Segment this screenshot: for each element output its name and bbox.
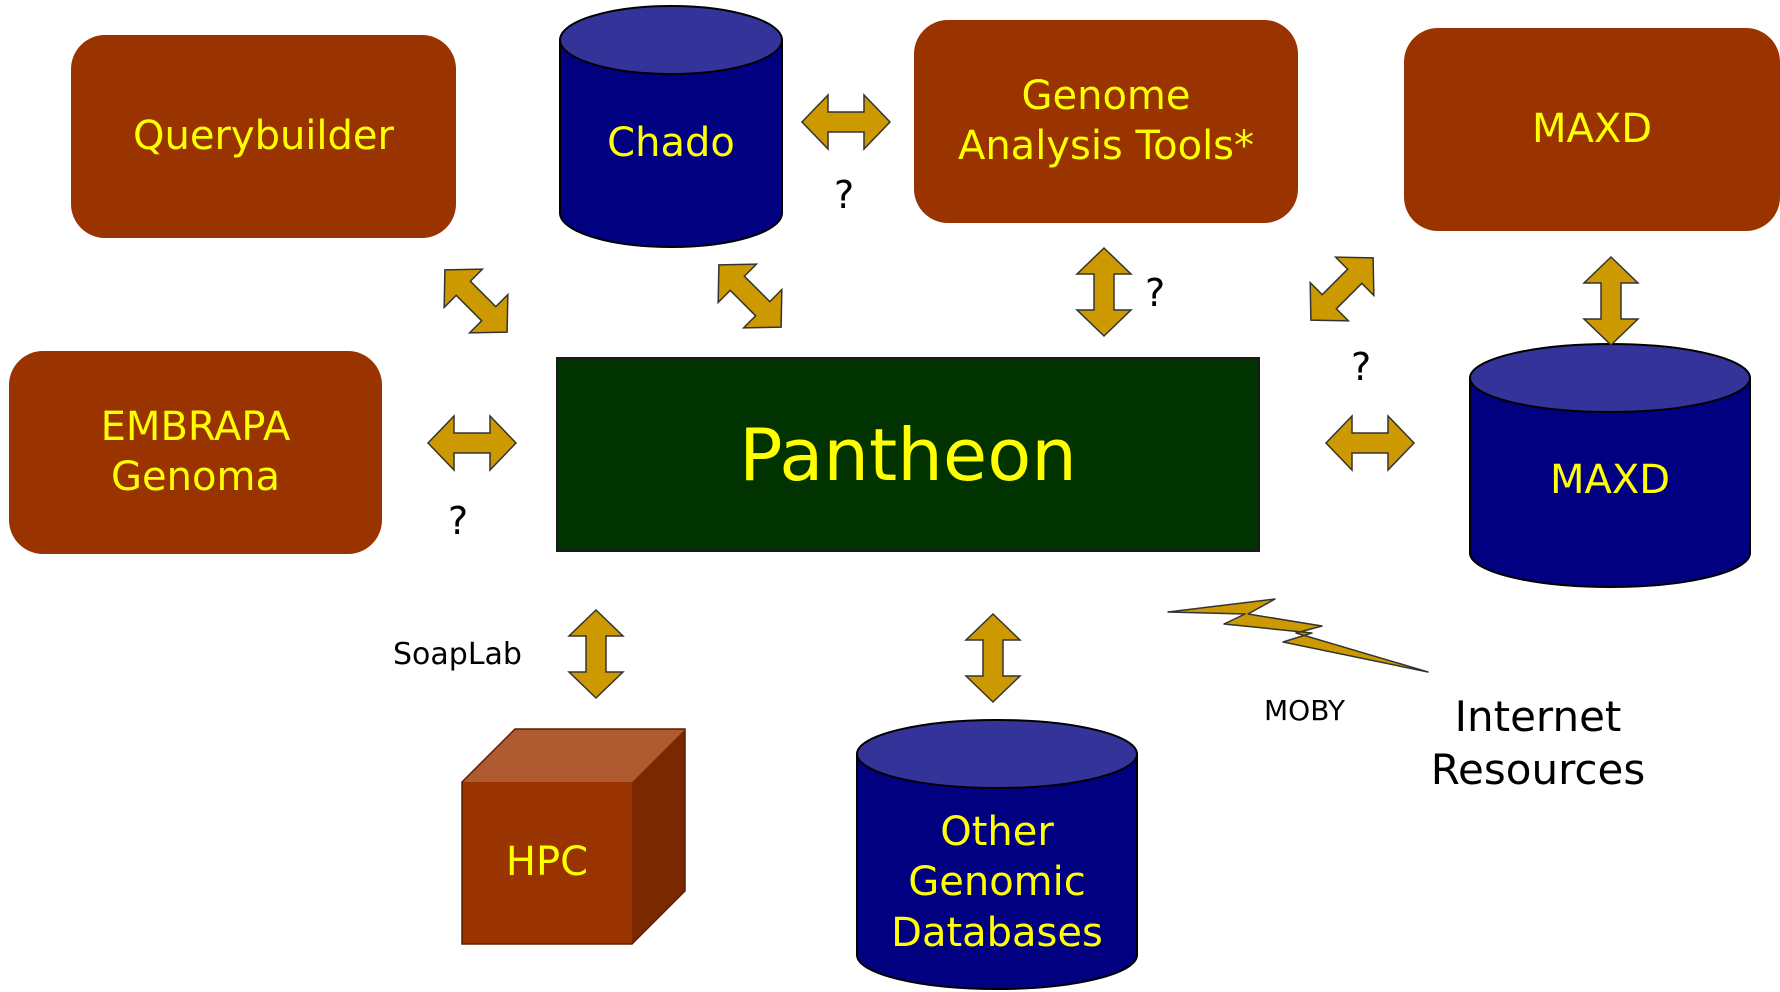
internet-label-line2: Resources	[1430, 745, 1646, 795]
hpc-cube	[461, 728, 686, 945]
maxd-tool-label: MAXD	[1531, 105, 1653, 152]
chado-cylinder	[559, 5, 783, 248]
question-mark-maxd-pantheon: ?	[1351, 345, 1372, 389]
internet-resources-label: Internet Resources	[1418, 690, 1658, 797]
genome-tools-box: Genome Analysis Tools*	[914, 20, 1298, 223]
maxd-tool-db-arrow	[1583, 256, 1639, 346]
question-mark-chado-genome: ?	[834, 173, 855, 217]
genome-tools-label-line2: Analysis Tools*	[957, 122, 1255, 169]
question-mark-genome-pantheon: ?	[1145, 271, 1166, 315]
embrapa-label-line1: EMBRAPA	[100, 403, 291, 450]
other-db-label-line1: Other	[940, 808, 1054, 855]
moby-label: MOBY	[1264, 694, 1345, 727]
other-db-cylinder	[856, 719, 1138, 990]
pantheon-hpc-arrow	[568, 609, 624, 699]
hpc-label: HPC	[505, 839, 589, 886]
genome-tools-label-line1: Genome	[1021, 72, 1191, 119]
embrapa-pantheon-arrow	[427, 415, 517, 471]
embrapa-label-line2: Genoma	[111, 453, 280, 500]
maxd-db-cylinder	[1469, 343, 1751, 588]
genome-pantheon-arrow	[1076, 247, 1132, 337]
maxd-db-label-area: MAXD	[1470, 415, 1750, 545]
maxd-tool-box: MAXD	[1404, 28, 1780, 231]
querybuilder-box: Querybuilder	[71, 35, 456, 238]
pantheon-label: Pantheon	[739, 412, 1077, 497]
querybuilder-pantheon-arrow	[425, 250, 527, 352]
other-db-label-line3: Databases	[891, 909, 1103, 956]
internet-label-line1: Internet	[1454, 692, 1622, 741]
maxd-tool-pantheon-arrow	[1291, 238, 1393, 340]
pantheon-box: Pantheon	[556, 357, 1260, 552]
maxd-db-label: MAXD	[1549, 456, 1671, 503]
soaplab-label: SoapLab	[393, 637, 522, 672]
pantheon-maxd-db-arrow	[1325, 415, 1415, 471]
hpc-label-area: HPC	[462, 800, 632, 925]
lightning-bolt-icon	[1167, 598, 1429, 673]
question-mark-embrapa-pantheon: ?	[448, 499, 469, 543]
chado-label-area: Chado	[560, 78, 782, 208]
chado-pantheon-arrow	[699, 245, 801, 347]
chado-label: Chado	[607, 119, 735, 166]
querybuilder-label: Querybuilder	[133, 112, 394, 159]
embrapa-box: EMBRAPA Genoma	[9, 351, 382, 554]
pantheon-other-db-arrow	[965, 613, 1021, 703]
chado-genome-arrow	[801, 94, 891, 150]
other-db-label-line2: Genomic	[908, 859, 1086, 906]
other-db-label-area: Other Genomic Databases	[857, 785, 1137, 980]
